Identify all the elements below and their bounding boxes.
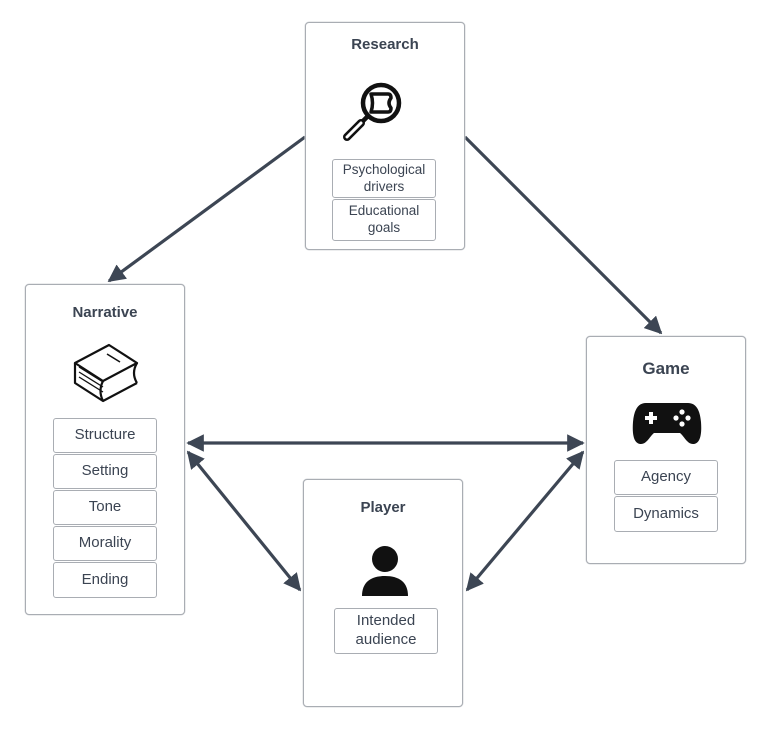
player-item: Intended audience [334, 608, 438, 654]
person-icon [362, 546, 408, 596]
research-title: Research [351, 36, 419, 53]
research-item: Psychological drivers [332, 159, 436, 198]
game-item: Dynamics [614, 496, 718, 532]
research-node[interactable]: Research Psychological drivers Education… [305, 22, 465, 250]
edge-research-to-narrative [107, 135, 306, 283]
player-title: Player [360, 499, 406, 516]
edge-game-player [465, 450, 585, 592]
narrative-node[interactable]: Narrative Structure Setting Tone Moralit… [25, 284, 185, 615]
player-node[interactable]: Player Intended audience [303, 479, 463, 707]
narrative-item: Morality [53, 526, 157, 561]
game-node[interactable]: Game Agency Dynamics [586, 336, 746, 564]
game-title: Game [642, 359, 690, 378]
edge-research-to-game [463, 135, 663, 335]
gamepad-icon [632, 403, 702, 444]
magnifier-ticket-icon [343, 82, 402, 141]
book-icon [73, 343, 139, 403]
game-item: Agency [614, 460, 718, 495]
narrative-item: Ending [53, 562, 157, 598]
research-item: Educational goals [332, 199, 436, 241]
narrative-item: Setting [53, 454, 157, 489]
narrative-title: Narrative [72, 304, 138, 321]
narrative-item: Tone [53, 490, 157, 525]
narrative-item: Structure [53, 418, 157, 453]
edge-narrative-player [186, 450, 302, 592]
